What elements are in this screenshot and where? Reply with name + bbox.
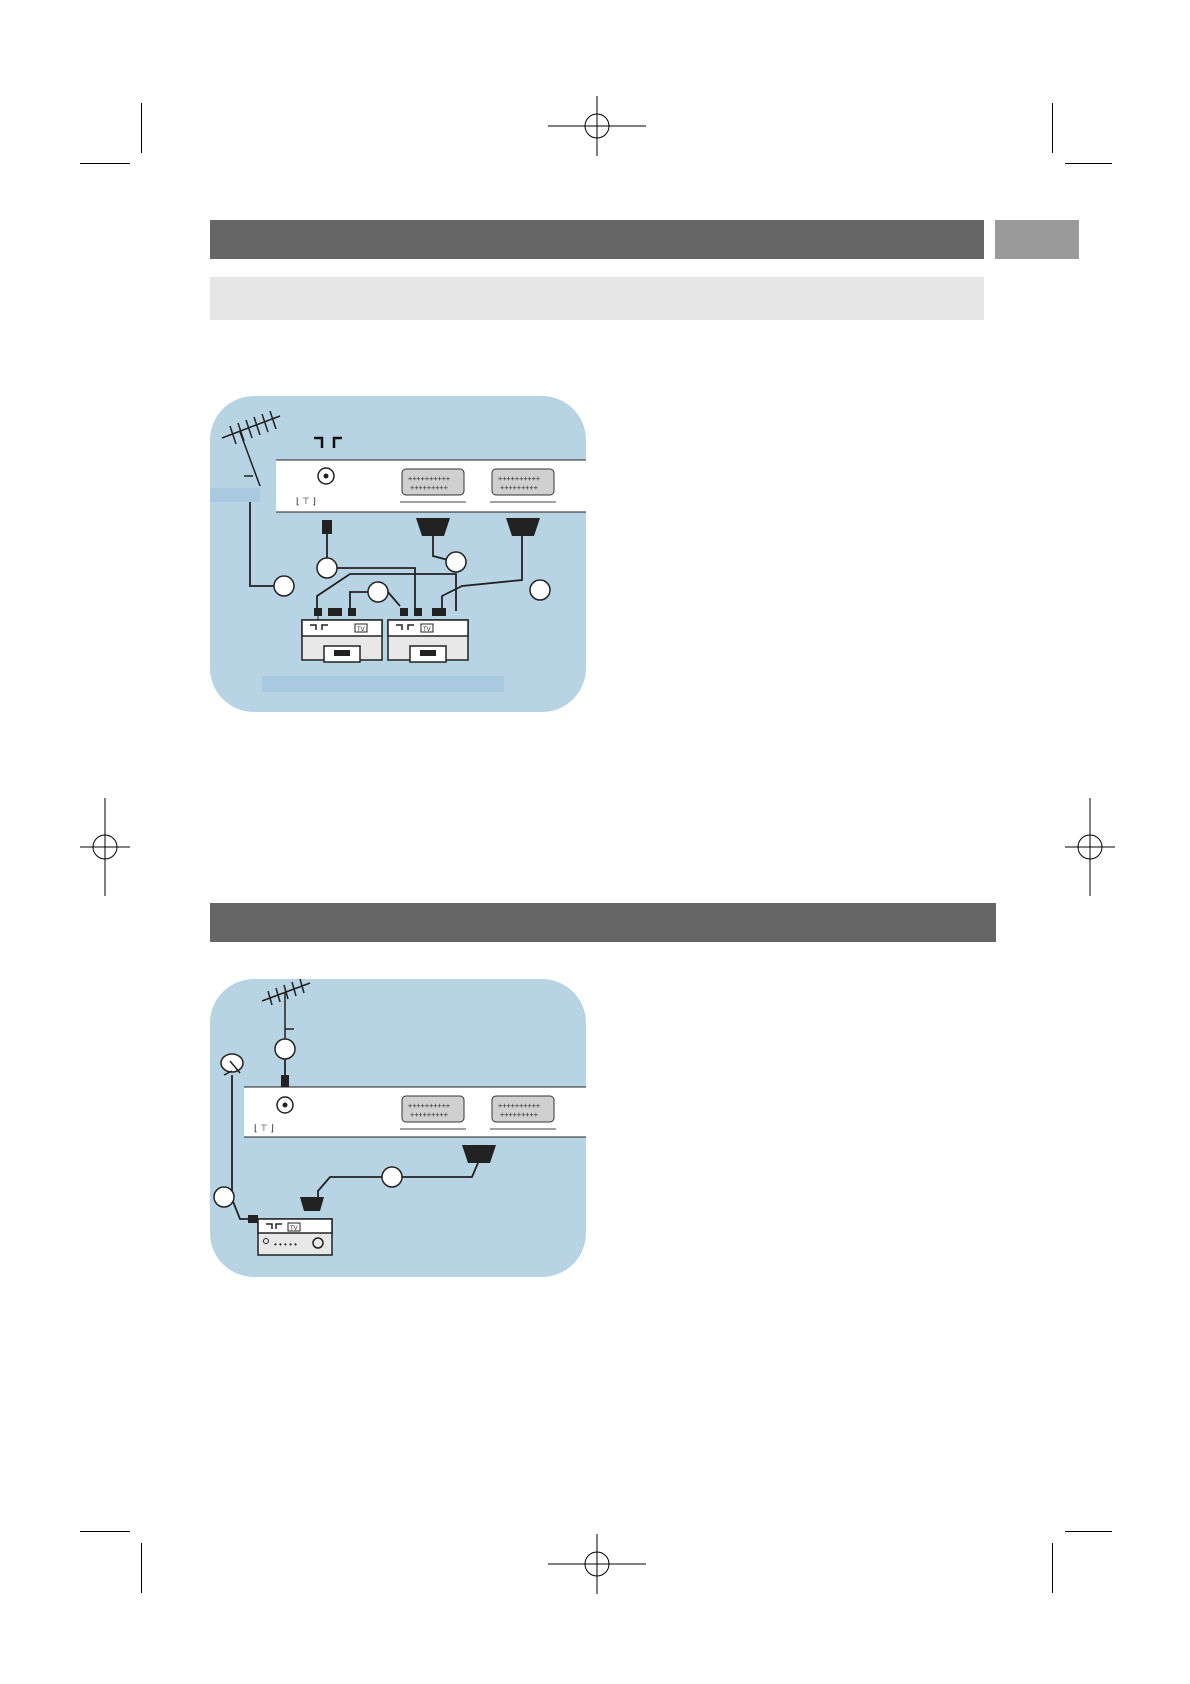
section2-header-bar [210,903,996,942]
svg-text:⌊ ⊤ ⌋: ⌊ ⊤ ⌋ [296,496,316,506]
crop-mark-bottom-right-h [1065,1531,1112,1532]
crop-mark-top-left-h [80,163,130,164]
crop-mark-top-right-h [1065,163,1112,164]
language-tab [995,220,1079,259]
crop-mark-bottom-left-h [80,1531,130,1532]
diagram-2-drawing: ⌊ ⊤ ⌋ ++++++++++ +++++++++ ++++++++++ ++… [213,979,586,1256]
rf-connector-icon [314,436,342,448]
svg-text:++++++++++: ++++++++++ [408,475,450,483]
crop-mark-top-left-v [141,103,142,153]
registration-mark-icon [548,1534,646,1594]
antenna-icon [261,979,311,1049]
subsection-header-bar [210,277,984,320]
diagram-1-drawing: ⌊ ⊤ ⌋ ++++++++++ +++++++++ ++++++++++ ++… [210,410,586,692]
svg-text:+++++++++: +++++++++ [500,484,538,492]
svg-text:++++++++++: ++++++++++ [498,1102,540,1110]
svg-text:• • • • •: • • • • • [274,1240,297,1249]
svg-text:++++++++++: ++++++++++ [408,1102,450,1110]
svg-text:+++++++++: +++++++++ [500,1111,538,1119]
device-label-tv: TV [423,627,431,633]
scart-connector-icon: ++++++++++ +++++++++ [490,1095,556,1130]
registration-mark-icon [548,96,646,156]
recorder-device: TV [301,608,383,663]
svg-text:++++++++++: ++++++++++ [498,475,540,483]
section-header-bar [210,220,984,259]
satellite-dish-icon [220,1053,244,1076]
svg-text:+++++++++: +++++++++ [410,1111,448,1119]
connection-diagram-2: ⌊ ⊤ ⌋ ++++++++++ +++++++++ ++++++++++ ++… [210,979,586,1277]
satellite-receiver-device: TV • • • • • [257,1218,333,1256]
scart-connector-icon: ++++++++++ +++++++++ [490,468,556,503]
device-label-tv: TV [290,1226,298,1232]
svg-text:⌊ ⊤ ⌋: ⌊ ⊤ ⌋ [254,1123,274,1133]
antenna-icon [221,410,281,487]
crop-mark-bottom-left-v [141,1543,142,1593]
svg-text:+++++++++: +++++++++ [410,484,448,492]
registration-mark-icon [1065,798,1115,896]
scart-connector-icon: ++++++++++ +++++++++ [400,468,466,503]
device-label-tv: TV [357,627,365,633]
crop-mark-bottom-right-v [1052,1543,1053,1593]
connection-diagram-1: ⌊ ⊤ ⌋ ++++++++++ +++++++++ ++++++++++ ++… [210,396,586,712]
registration-mark-icon [80,798,130,896]
recorder-device: TV [387,608,469,663]
scart-connector-icon: ++++++++++ +++++++++ [400,1095,466,1130]
crop-mark-top-right-v [1052,103,1053,153]
